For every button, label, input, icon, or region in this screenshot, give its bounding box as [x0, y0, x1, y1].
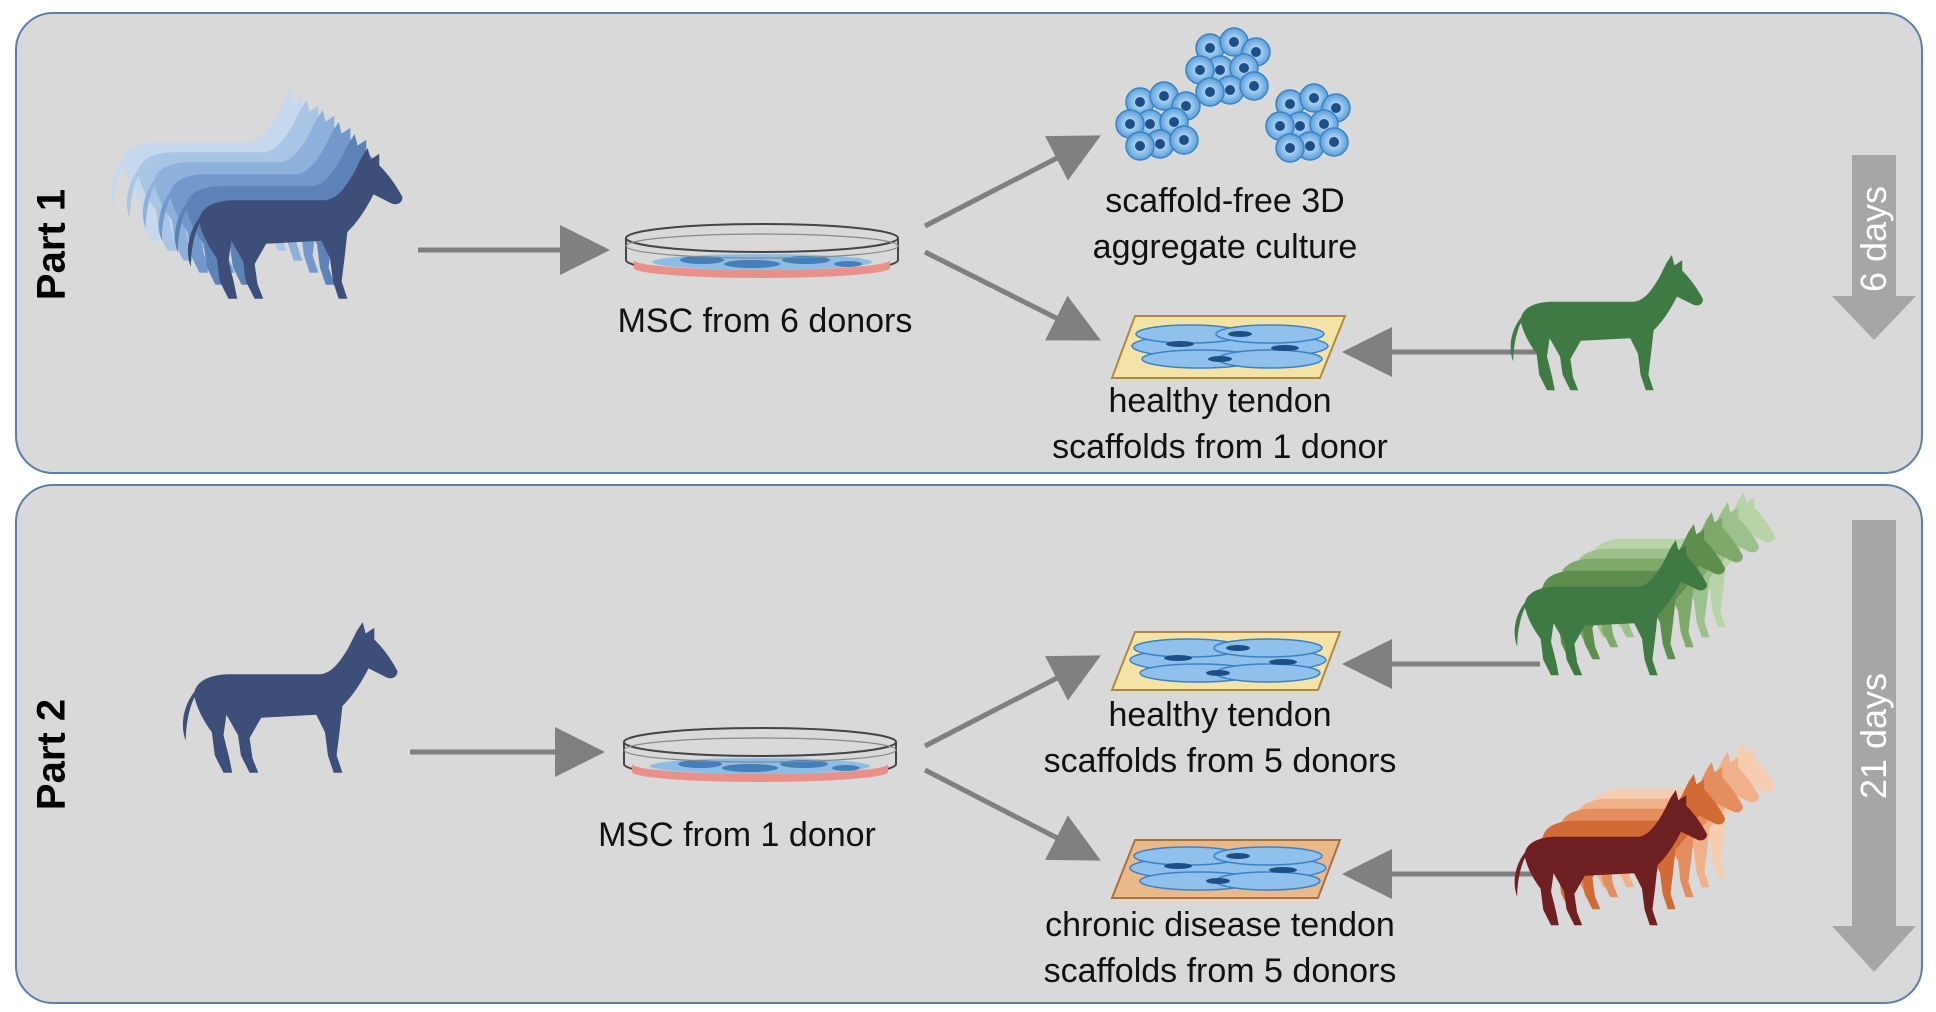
- scaffold-disease-icon: [1110, 839, 1342, 899]
- horse-green-icon: [1510, 255, 1703, 391]
- horse-group-disease-donors: [1514, 742, 1775, 926]
- arrow-to-scaffold-healthy-2: [923, 655, 1101, 749]
- cell-aggregates-icon: [1116, 28, 1350, 162]
- petri-dish-icon-2: [623, 727, 897, 783]
- disease-label-line2: scaffolds from 5 donors: [1043, 952, 1397, 990]
- part-1-label: Part 1: [29, 188, 74, 301]
- healthy-label-part2-line1: healthy tendon: [1108, 696, 1332, 734]
- horse-navy-single-icon: [182, 622, 398, 773]
- msc-label-part1: MSC from 6 donors: [617, 302, 913, 340]
- scaffold-healthy-icon: [1110, 315, 1347, 379]
- part-2-label: Part 2: [29, 698, 74, 811]
- aggregate-label-line1: scaffold-free 3D: [1105, 182, 1345, 220]
- aggregate-label-line2: aggregate culture: [1092, 228, 1358, 266]
- arrow-to-scaffold-1: [923, 249, 1101, 341]
- petri-dish-icon: [625, 223, 899, 279]
- horse-group-green-donors: [1514, 492, 1775, 676]
- scaffold-healthy-icon-2: [1110, 631, 1342, 691]
- disease-label-line1: chronic disease tendon: [1045, 906, 1395, 944]
- scaffold-label-part1-line1: healthy tendon: [1108, 382, 1332, 420]
- duration-label-21-days: 21 days: [1853, 672, 1894, 800]
- healthy-label-part2-line2: scaffolds from 5 donors: [1043, 742, 1397, 780]
- duration-arrow-21-days: [1832, 520, 1916, 972]
- duration-label-6-days: 6 days: [1853, 185, 1894, 293]
- duration-arrow-6-days: [1832, 155, 1916, 340]
- arrow-to-scaffold-disease: [923, 767, 1101, 861]
- horse-group-blue-donors: [110, 90, 403, 299]
- msc-label-part2: MSC from 1 donor: [598, 816, 876, 854]
- scaffold-label-part1-line2: scaffolds from 1 donor: [1052, 428, 1388, 466]
- arrow-to-aggregate: [923, 135, 1101, 229]
